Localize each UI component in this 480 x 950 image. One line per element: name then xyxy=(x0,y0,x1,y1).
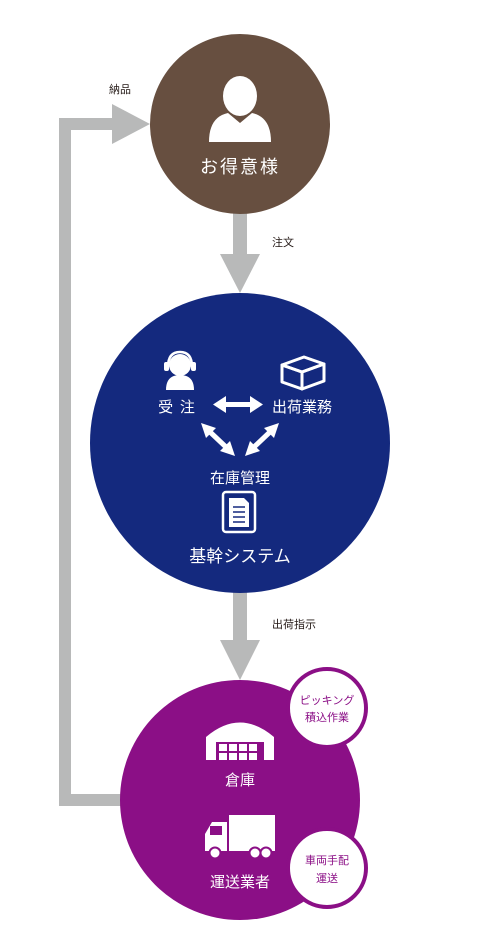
truck-icon xyxy=(205,815,275,860)
shipping-work-label: 出荷業務 xyxy=(272,398,332,416)
warehouse-icon xyxy=(206,722,274,760)
carrier-label: 運送業者 xyxy=(210,873,270,891)
warehouse-name: 倉庫 xyxy=(225,771,255,789)
order-arrow xyxy=(220,212,260,293)
system-name: 基幹システム xyxy=(189,546,291,567)
shipping-instruction-label: 出荷指示 xyxy=(272,617,316,631)
customer-name: お得意様 xyxy=(200,157,280,178)
double-arrow-icon xyxy=(213,396,263,413)
person-icon xyxy=(209,76,271,142)
picking-badge xyxy=(286,667,368,749)
order-receiving-label: 受 注 xyxy=(158,398,196,416)
inventory-label: 在庫管理 xyxy=(210,469,270,487)
document-icon xyxy=(221,490,257,534)
delivery-label: 納品 xyxy=(109,83,131,96)
diagonal-arrow-left-icon xyxy=(201,423,235,456)
picking-label-line2: 積込作業 xyxy=(305,710,349,724)
picking-label-line1: ピッキング xyxy=(300,693,355,707)
delivery-arrow xyxy=(59,104,150,806)
order-label: 注文 xyxy=(272,235,294,249)
box-icon xyxy=(280,355,326,391)
diagonal-arrow-right-icon xyxy=(245,423,279,456)
vehicle-badge xyxy=(286,827,368,909)
vehicle-label-line1: 車両手配 xyxy=(305,853,349,867)
shipping-instruction-arrow xyxy=(220,592,260,680)
headset-operator-icon xyxy=(164,350,196,390)
vehicle-label-line2: 運送 xyxy=(316,871,338,885)
